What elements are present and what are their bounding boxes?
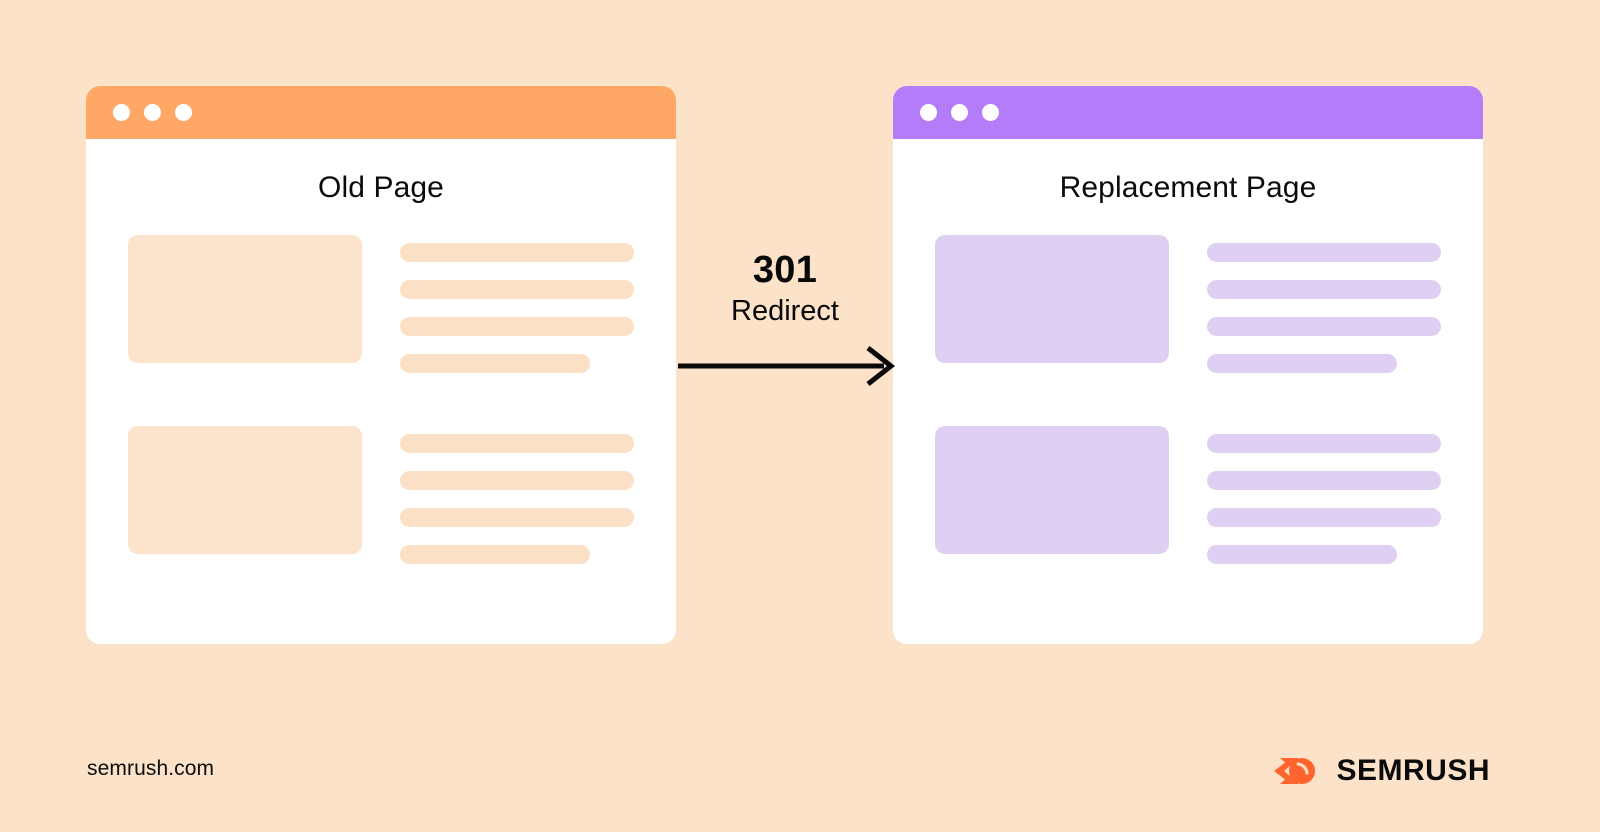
text-line-group [1207, 235, 1441, 373]
text-line [1207, 280, 1441, 299]
text-line-group [400, 426, 634, 564]
redirect-label: Redirect [731, 295, 839, 328]
image-placeholder [935, 235, 1169, 363]
footer-url: semrush.com [87, 757, 215, 780]
text-line [1207, 434, 1441, 453]
replacement-page-titlebar [893, 86, 1483, 139]
redirect-label-group: 301 Redirect [676, 249, 894, 329]
text-line [400, 434, 634, 453]
image-placeholder [935, 426, 1169, 554]
window-dot-minimize-icon [951, 104, 968, 121]
image-placeholder [128, 426, 362, 554]
replacement-page-title: Replacement Page [1059, 171, 1317, 204]
window-dot-close-icon [920, 104, 937, 121]
text-line [400, 280, 634, 299]
old-page-title: Old Page [318, 171, 444, 204]
text-line [1207, 545, 1397, 564]
replacement-page-window: Replacement Page [893, 86, 1483, 644]
text-line [400, 545, 590, 564]
text-line [400, 317, 634, 336]
semrush-comet-icon [1274, 758, 1316, 784]
text-line [400, 243, 634, 262]
old-page-block-2 [128, 426, 634, 564]
text-line [1207, 243, 1441, 262]
text-line [1207, 508, 1441, 527]
window-dot-maximize-icon [175, 104, 192, 121]
text-line [400, 354, 590, 373]
window-dot-maximize-icon [982, 104, 999, 121]
arrow-right-icon [678, 346, 896, 386]
text-line [1207, 317, 1441, 336]
window-dot-minimize-icon [144, 104, 161, 121]
semrush-logo: SEMRUSH [1274, 752, 1490, 790]
text-line-group [1207, 426, 1441, 564]
text-line [400, 508, 634, 527]
text-line-group [400, 235, 634, 373]
replacement-page-body: Replacement Page [893, 139, 1483, 644]
text-line [1207, 471, 1441, 490]
old-page-block-1 [128, 235, 634, 373]
old-page-titlebar [86, 86, 676, 139]
replacement-page-block-1 [935, 235, 1441, 373]
window-dot-close-icon [113, 104, 130, 121]
semrush-wordmark: SEMRUSH [1336, 754, 1490, 787]
image-placeholder [128, 235, 362, 363]
redirect-status-code: 301 [752, 249, 818, 291]
text-line [1207, 354, 1397, 373]
old-page-window: Old Page [86, 86, 676, 644]
replacement-page-block-2 [935, 426, 1441, 564]
text-line [400, 471, 634, 490]
old-page-body: Old Page [86, 139, 676, 644]
